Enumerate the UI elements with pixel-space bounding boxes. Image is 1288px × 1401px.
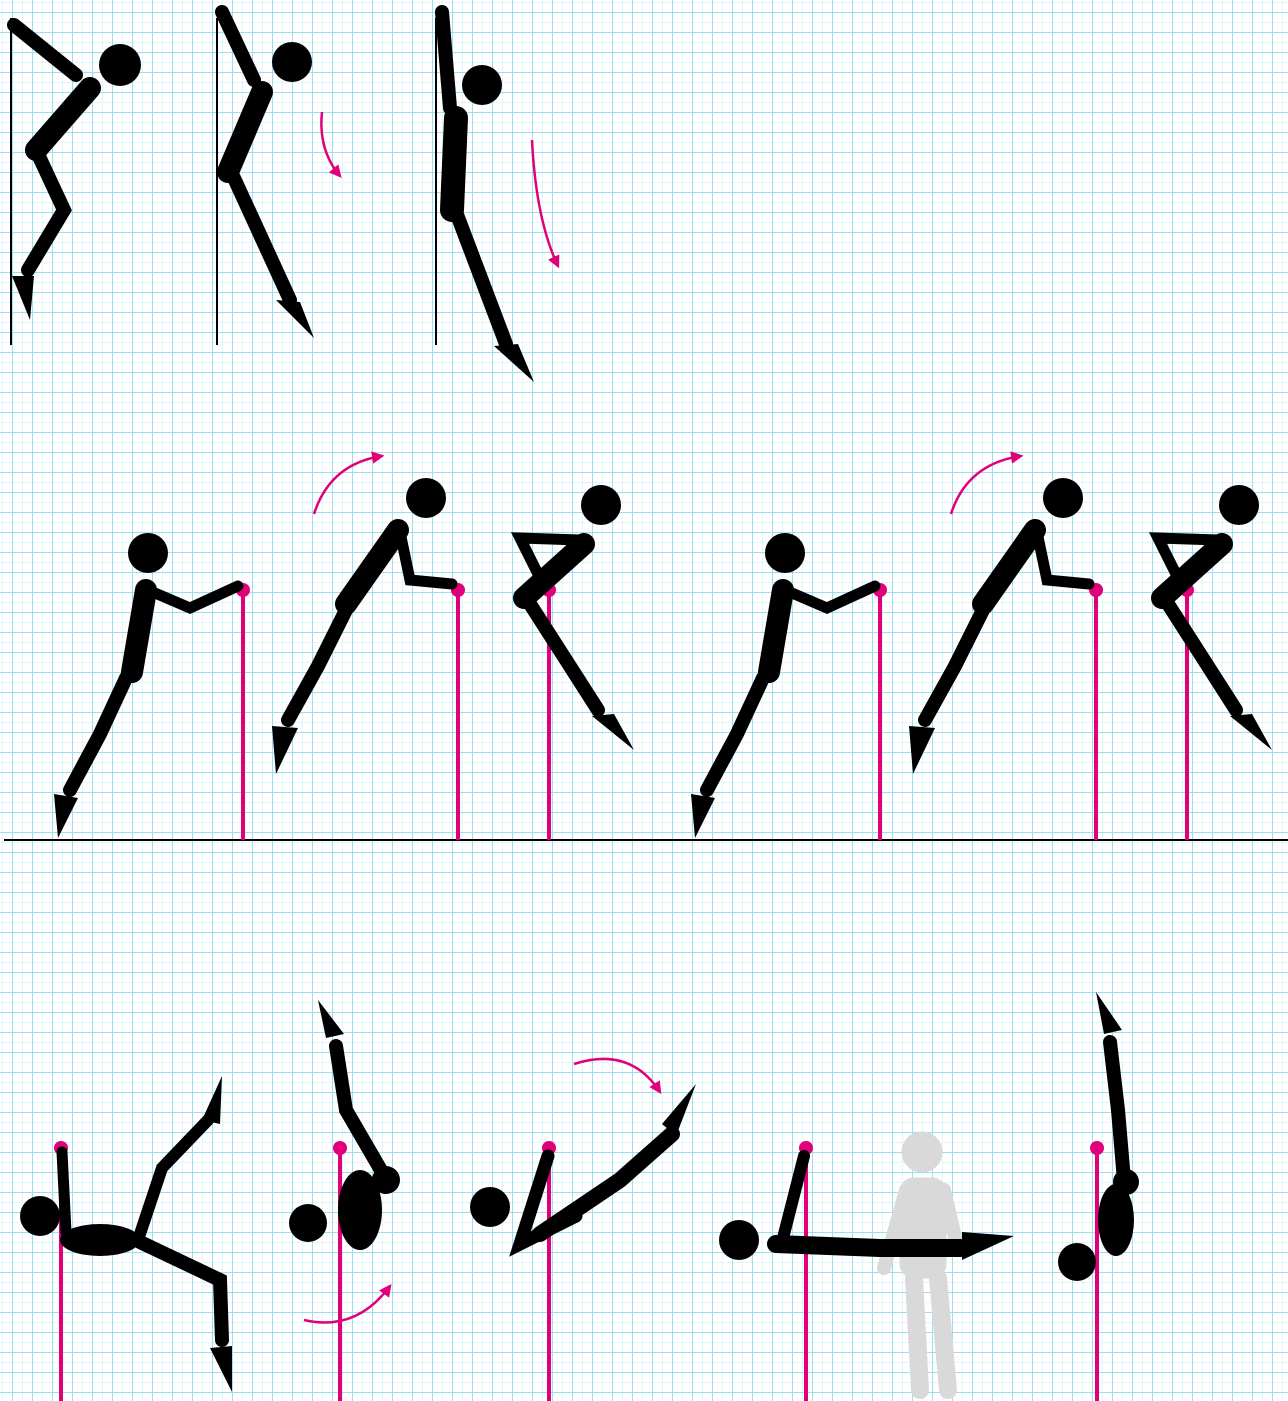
- stick-figure: [222, 12, 314, 338]
- stick-figure: [909, 478, 1089, 774]
- stick-figure: [470, 1084, 696, 1244]
- middle-row: [4, 456, 1288, 840]
- rotation-arrow-icon: [532, 140, 558, 266]
- stick-figure: [442, 12, 534, 382]
- stick-figure: [719, 1156, 1014, 1260]
- rotation-arrow-icon: [951, 456, 1021, 514]
- ghost-person-icon: [884, 1132, 958, 1390]
- rotation-arrow-icon: [321, 112, 340, 176]
- stick-figure: [272, 478, 452, 774]
- rotation-arrow-icon: [304, 1286, 390, 1322]
- stick-figure: [54, 533, 238, 838]
- stick-figure: [20, 1076, 232, 1392]
- top-row: [11, 12, 558, 382]
- rotation-arrow-icon: [314, 456, 382, 514]
- rotation-arrow-icon: [574, 1059, 660, 1092]
- stick-figure: [1158, 485, 1272, 750]
- stick-figure: [520, 485, 634, 750]
- stick-figure: [691, 533, 875, 838]
- bar-poles: [236, 583, 1194, 840]
- stick-figure: [12, 25, 141, 320]
- bottom-row: [20, 992, 1139, 1401]
- stick-figure: [289, 1000, 400, 1250]
